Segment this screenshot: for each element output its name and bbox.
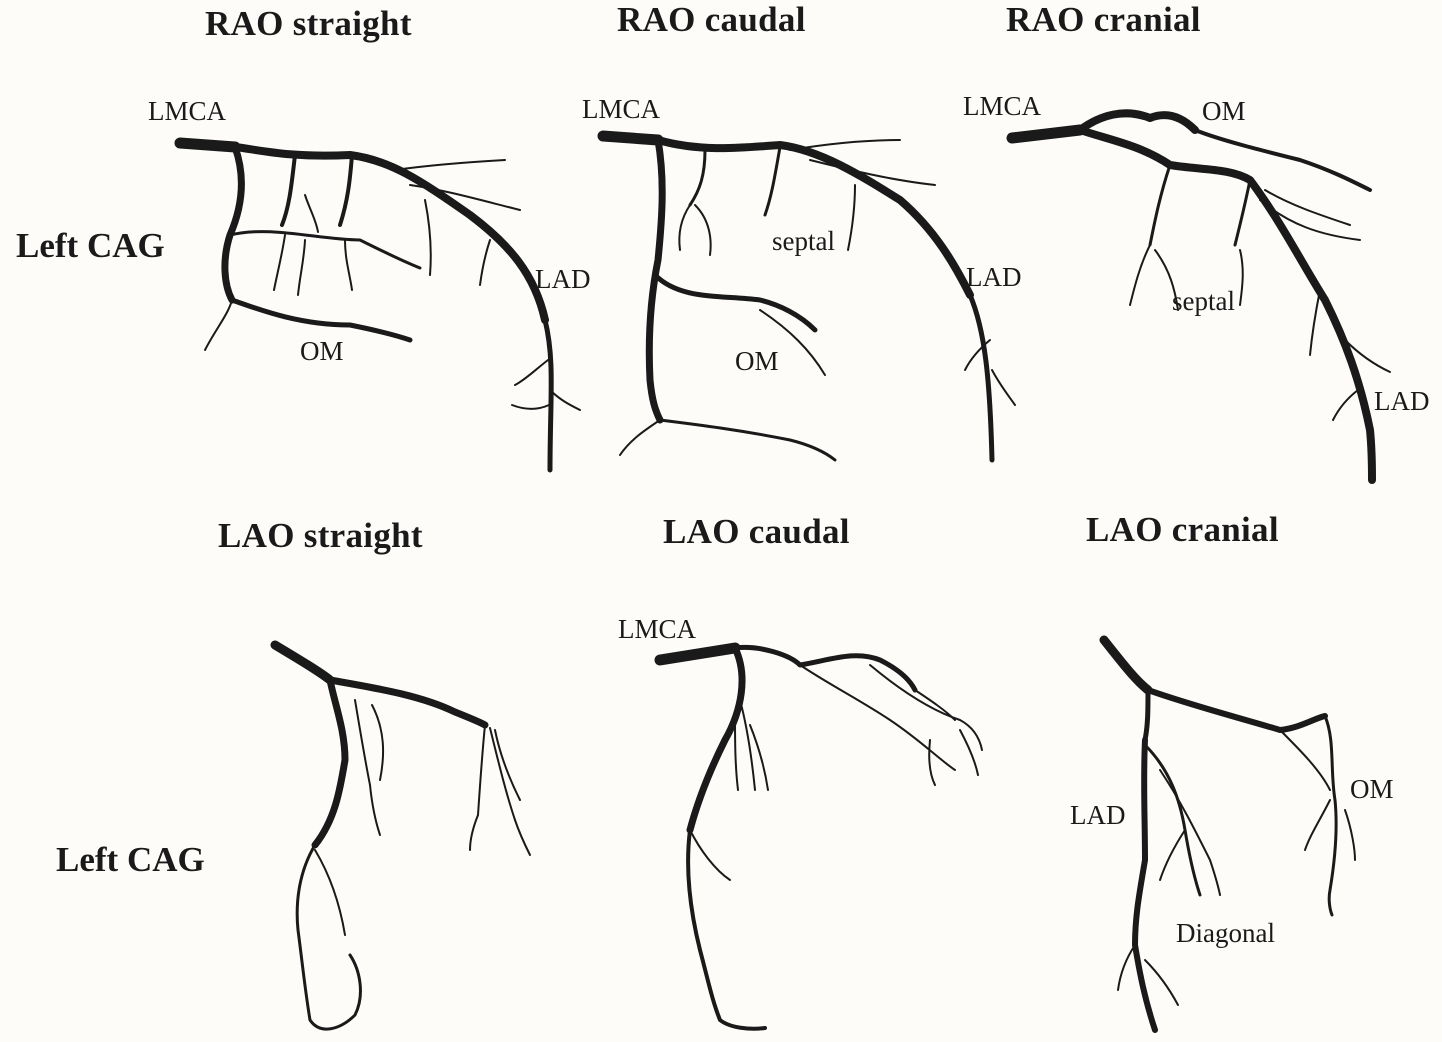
rao-caudal-vessel-tree <box>603 136 1015 460</box>
lao-cranial-lad-label: LAD <box>1070 800 1126 831</box>
rao-straight-lad-label: LAD <box>535 264 591 295</box>
lao-cranial-diagonal-label: Diagonal <box>1176 918 1275 949</box>
rao-cranial-om-label: OM <box>1202 96 1246 127</box>
rao-caudal-om-label: OM <box>735 346 779 377</box>
lao-cranial-om-label: OM <box>1350 774 1394 805</box>
row-label-top: Left CAG <box>16 226 165 266</box>
rao-caudal-title: RAO caudal <box>617 0 806 40</box>
rao-straight-om-label: OM <box>300 336 344 367</box>
lao-caudal-lmca-label: LMCA <box>618 614 696 645</box>
lao-straight-title: LAO straight <box>218 516 423 556</box>
rao-straight-vessel-tree <box>180 143 580 470</box>
lao-caudal-vessel-tree <box>660 647 982 1028</box>
rao-caudal-lmca-label: LMCA <box>582 94 660 125</box>
lao-straight-vessel-tree <box>275 645 530 1029</box>
rao-cranial-septal-label: septal <box>1172 286 1235 317</box>
rao-caudal-septal-label: septal <box>772 226 835 257</box>
rao-cranial-title: RAO cranial <box>1006 0 1201 40</box>
lao-cranial-vessel-tree <box>1104 640 1355 1030</box>
rao-caudal-lad-label: LAD <box>966 262 1022 293</box>
row-label-bottom: Left CAG <box>56 840 205 880</box>
lao-caudal-title: LAO caudal <box>663 512 850 552</box>
rao-straight-lmca-label: LMCA <box>148 96 226 127</box>
lao-cranial-title: LAO cranial <box>1086 510 1279 550</box>
rao-cranial-lad-label: LAD <box>1374 386 1430 417</box>
rao-cranial-lmca-label: LMCA <box>963 91 1041 122</box>
rao-straight-title: RAO straight <box>205 4 412 44</box>
